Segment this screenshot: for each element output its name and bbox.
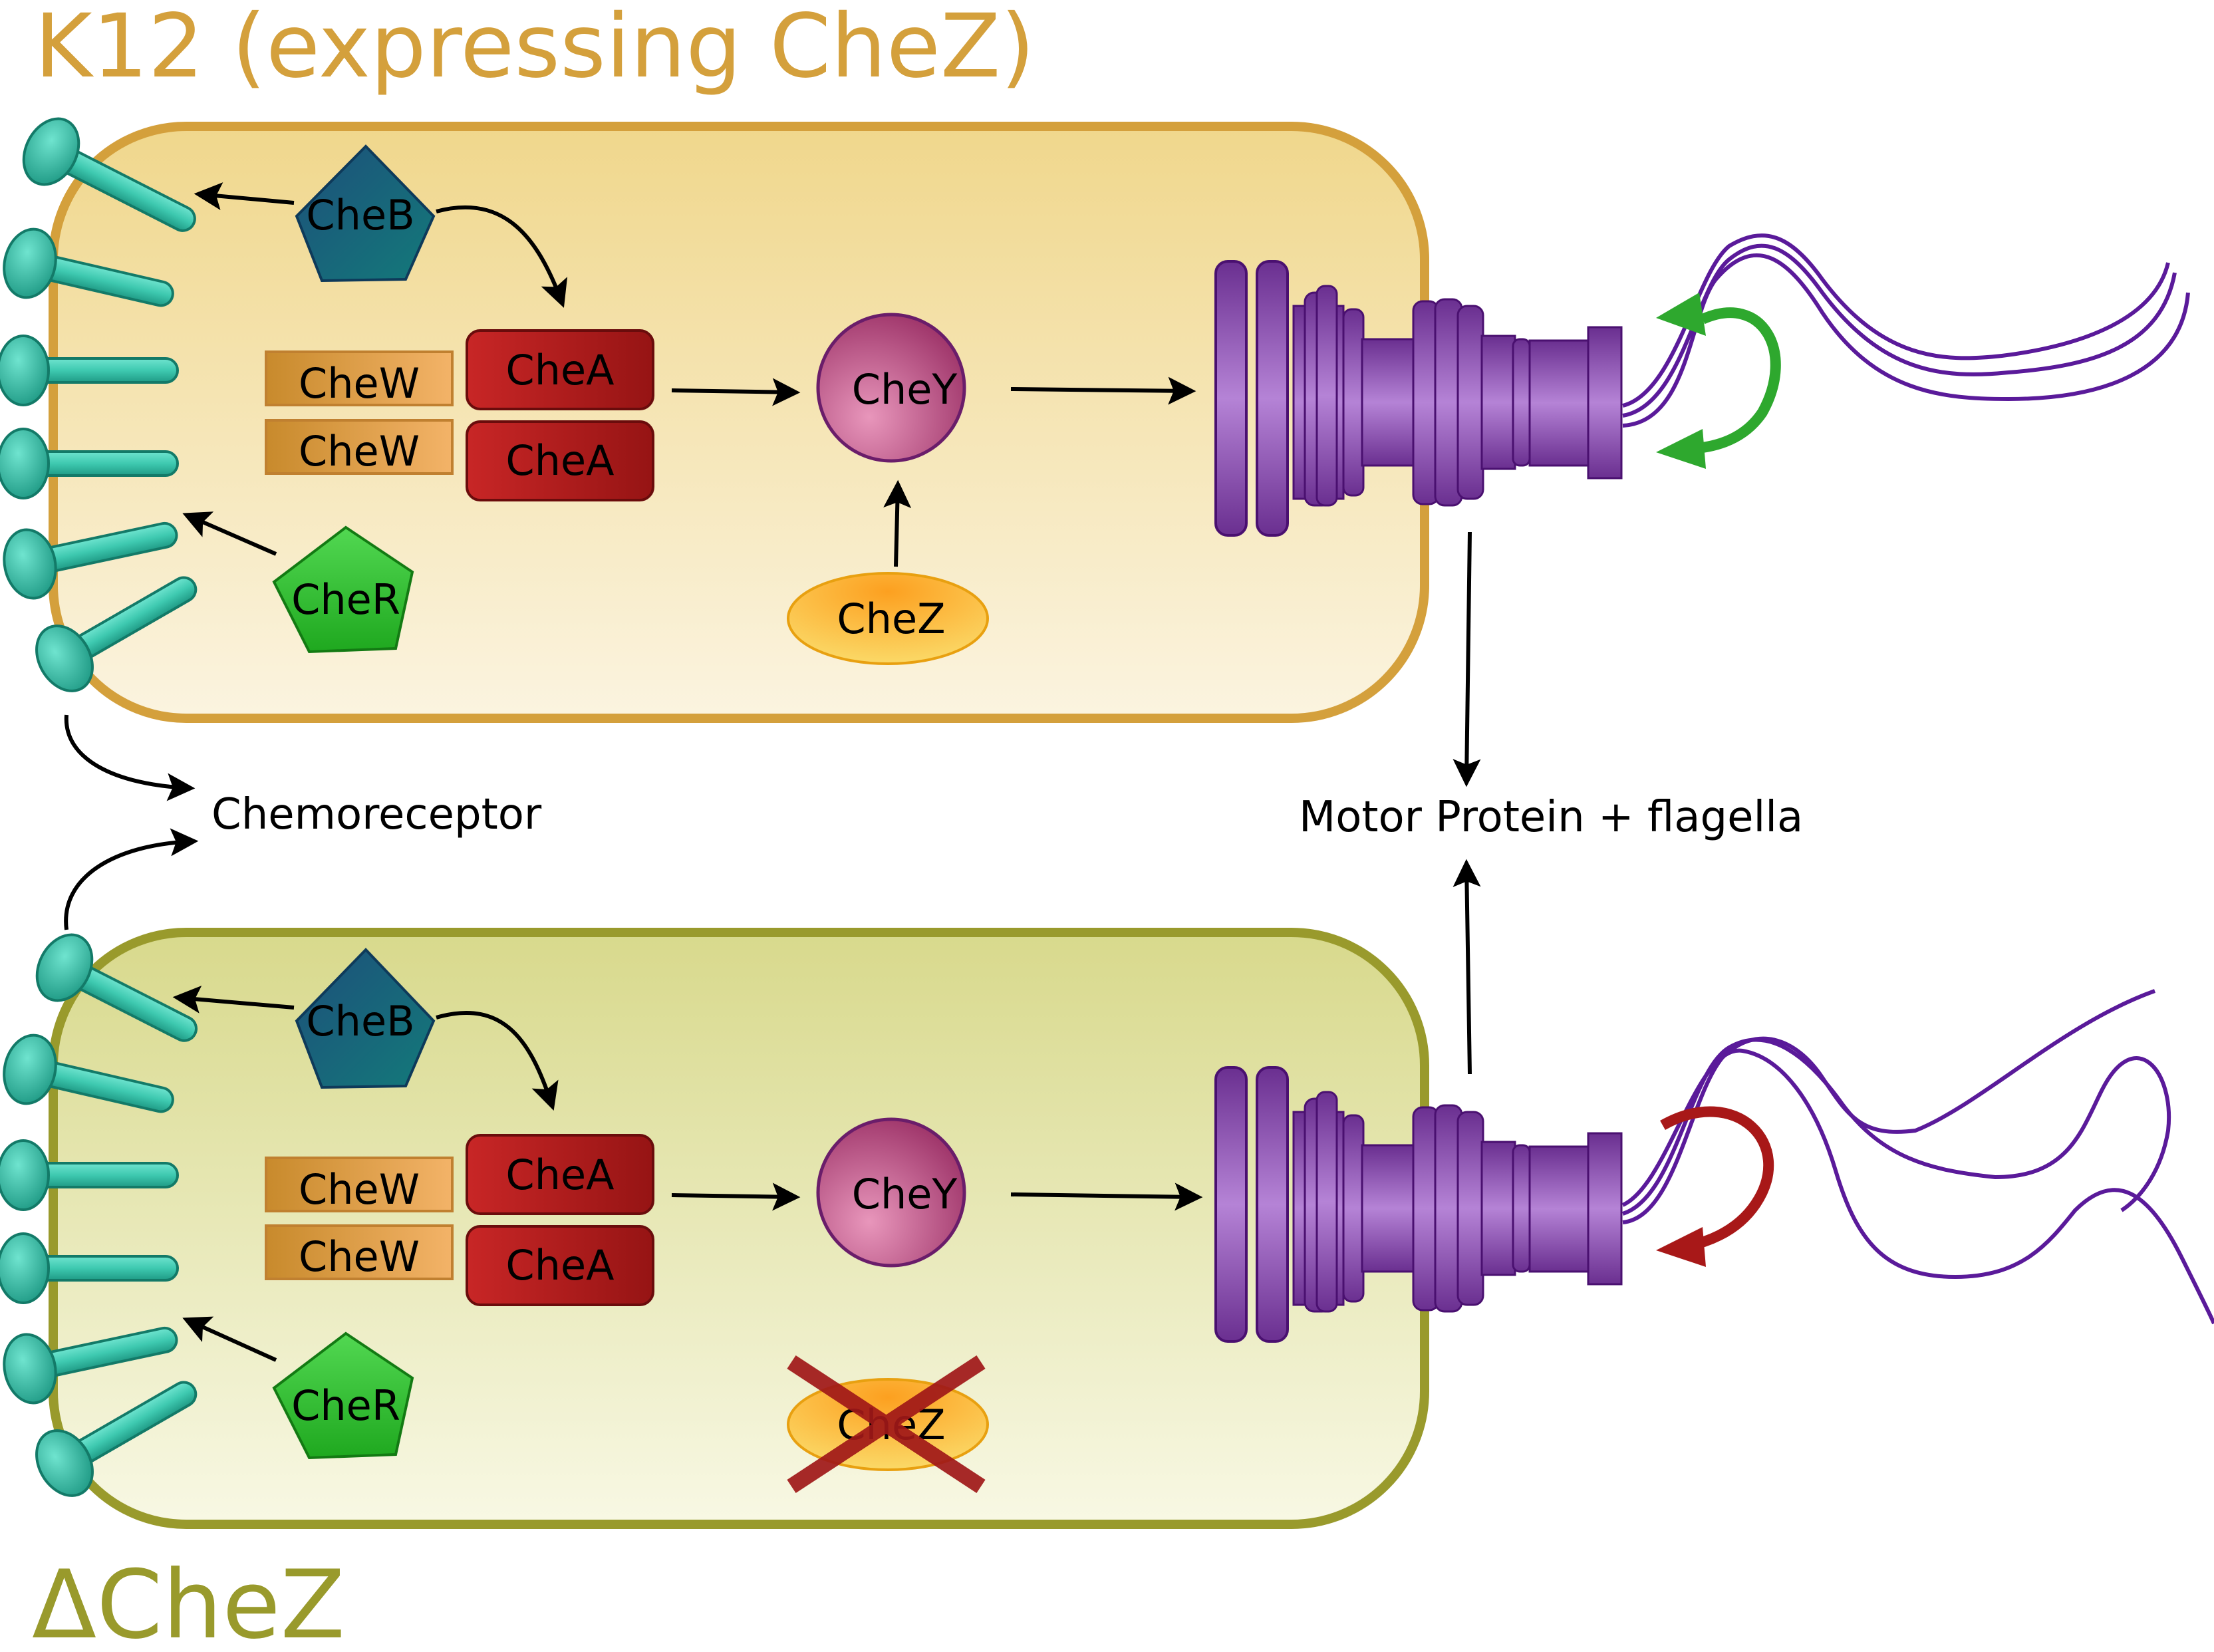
arrow-chea-to-chey-top [671, 378, 801, 406]
chemoreceptors-top [0, 117, 198, 692]
chew-label-top-1: CheW [299, 359, 420, 408]
knockout-cross-icon [787, 1355, 986, 1494]
chemoreceptors-bottom [0, 933, 198, 1497]
chea-label-top-2: CheA [505, 436, 614, 485]
chey-label-top: CheY [852, 365, 958, 414]
chez-ellipse-top [787, 572, 989, 665]
chemoreceptor [22, 117, 196, 232]
chey-circle-top [816, 313, 966, 463]
cheb-label-top: CheB [306, 191, 414, 239]
cher-pentagon-top [272, 525, 414, 654]
arrow-cheb-to-chea-bottom [436, 1011, 559, 1111]
chemoreceptor [35, 933, 198, 1042]
arrow-cher-to-receptor-top [182, 511, 277, 556]
motor-protein-top [1214, 260, 1623, 537]
chea-label-bottom-2: CheA [505, 1241, 614, 1290]
chemoreceptor [0, 1139, 179, 1211]
chew-box-bottom-2 [265, 1224, 454, 1280]
arrow-cheb-to-receptor-bottom [172, 985, 295, 1014]
chew-label-bottom-1: CheW [299, 1165, 420, 1214]
chemoreceptor [3, 521, 178, 600]
chemoreceptor [3, 227, 174, 307]
chey-label-bottom: CheY [852, 1170, 958, 1218]
chea-box-top-2 [466, 420, 654, 501]
chemoreceptor [35, 1381, 198, 1497]
chemoreceptor [3, 1326, 178, 1405]
title-bottom: ΔCheZ [32, 1550, 345, 1649]
arrow-chey-to-motor-top [1010, 376, 1196, 405]
chemoreceptor [35, 576, 198, 692]
title-top: K12 (expressing CheZ) [35, 0, 1035, 98]
chew-label-top-2: CheW [299, 427, 420, 476]
chemoreceptor-label: Chemoreceptor [211, 790, 542, 839]
arrow-cher-to-receptor-bottom [182, 1316, 277, 1362]
cher-label-top: CheR [291, 575, 400, 624]
arrow-chez-to-chey-top [883, 480, 912, 567]
cheb-label-bottom: CheB [306, 997, 414, 1045]
cher-pentagon-bottom [272, 1331, 414, 1460]
arrow-chea-to-chey-bottom [671, 1182, 801, 1211]
chemoreceptor [0, 1232, 179, 1304]
cher-label-bottom: CheR [291, 1381, 400, 1430]
chea-box-top-1 [466, 329, 654, 410]
cheb-pentagon-top [295, 144, 436, 283]
arrow-cheb-to-chea-top [436, 205, 568, 308]
chemoreceptor [3, 1033, 174, 1113]
arrow-top-receptor-to-label [64, 714, 196, 801]
motor-flagella-label: Motor Protein + flagella [1299, 793, 1803, 842]
chea-box-bottom-1 [466, 1134, 654, 1215]
flagella-bottom [1621, 989, 2214, 1325]
arrow-bottom-motor-to-label [1453, 859, 1481, 1075]
chey-circle-bottom [816, 1117, 966, 1268]
chea-box-bottom-2 [466, 1225, 654, 1306]
arrow-cheb-to-receptor-top [194, 182, 295, 210]
motor-protein-bottom [1214, 1066, 1623, 1343]
chez-label-top: CheZ [837, 595, 945, 643]
chew-box-bottom-1 [265, 1157, 454, 1212]
arrow-chey-to-motor-bottom [1010, 1182, 1203, 1211]
chew-box-top-2 [265, 419, 454, 475]
flagella-top [1622, 233, 2190, 428]
chew-label-bottom-2: CheW [299, 1232, 420, 1281]
chemoreceptor [0, 428, 179, 499]
cheb-pentagon-bottom [295, 948, 436, 1089]
ccw-rotation-arrow [1656, 293, 1781, 469]
chemoreceptor [0, 335, 179, 406]
chea-label-top-1: CheA [505, 346, 614, 394]
arrow-top-motor-to-label [1453, 531, 1481, 787]
chea-label-bottom-1: CheA [505, 1151, 614, 1199]
arrow-bottom-receptor-to-label [64, 828, 199, 930]
cw-rotation-arrow [1656, 1106, 1774, 1267]
chew-box-top-1 [265, 350, 454, 406]
